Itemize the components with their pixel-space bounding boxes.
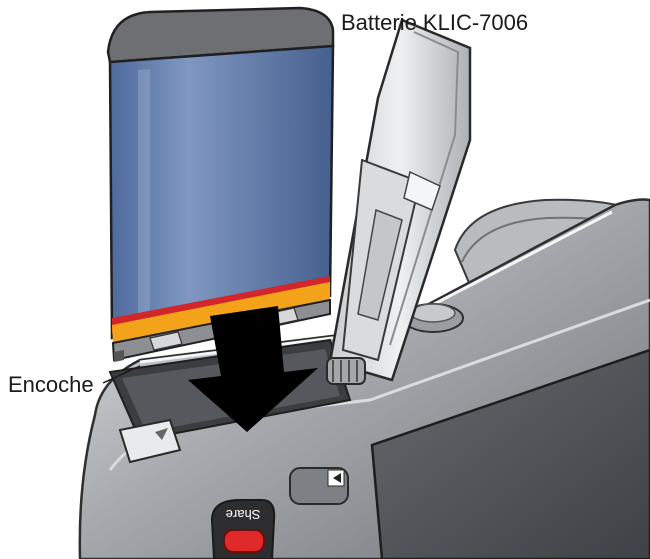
notch-label: Encoche: [8, 372, 94, 397]
insert-arrow-icon: [188, 306, 318, 432]
play-icon: [333, 473, 341, 483]
share-button[interactable]: Share: [210, 499, 276, 559]
battery-door[interactable]: [326, 18, 472, 385]
battery-label: Batterie KLIC-7006: [341, 10, 529, 35]
lcd-screen: [370, 348, 650, 559]
notch-leader-line: [102, 365, 141, 384]
battery: [106, 6, 335, 362]
share-label: Share: [226, 507, 261, 522]
door-hinge: [326, 357, 366, 385]
compartment-latch[interactable]: [118, 418, 182, 464]
play-button[interactable]: [289, 467, 349, 505]
battery-notch: [114, 350, 124, 362]
